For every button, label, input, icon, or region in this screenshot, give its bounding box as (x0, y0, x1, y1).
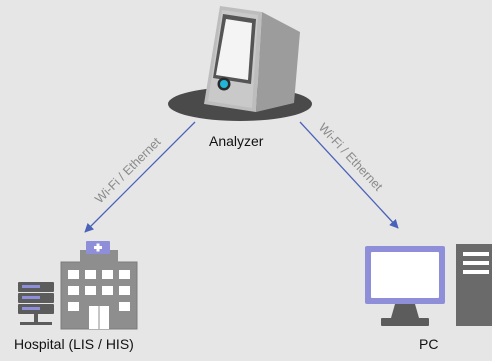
link-line-analyzer-pc (299, 121, 399, 229)
desktop-computer-icon (365, 244, 492, 326)
hospital-building-icon (18, 241, 138, 330)
analyzer-device-icon (168, 6, 312, 121)
analyzer-label: Analyzer (209, 133, 264, 149)
link-label-analyzer-pc: Wi-Fi / Ethernet (316, 120, 386, 193)
link-label-analyzer-hospital: Wi-Fi / Ethernet (92, 134, 164, 206)
hospital-label: Hospital (LIS / HIS) (14, 336, 134, 352)
pc-label: PC (419, 336, 439, 352)
link-line-analyzer-hospital (84, 121, 196, 233)
server-rack-icon (18, 282, 54, 325)
